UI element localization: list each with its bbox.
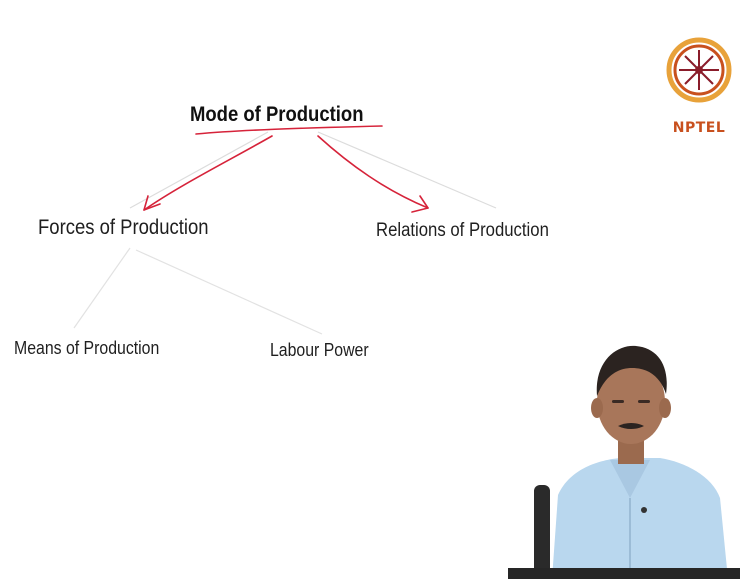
node-mode-of-production: Mode of Production	[190, 103, 364, 126]
speaker-video-inset	[534, 345, 728, 579]
node-means-of-production: Means of Production	[14, 338, 160, 358]
wheel-icon	[666, 37, 732, 103]
arrowhead-forces	[143, 195, 161, 211]
node-forces-of-production: Forces of Production	[38, 216, 209, 239]
edge-forces-to-means	[73, 247, 131, 329]
edge-root-to-forces	[129, 131, 269, 209]
arrow-to-forces	[143, 135, 273, 211]
node-labour-power: Labour Power	[270, 340, 369, 360]
desk-bar	[508, 568, 740, 579]
edge-root-to-relations	[317, 131, 497, 209]
node-relations-of-production: Relations of Production	[376, 220, 549, 241]
edge-forces-to-labour	[135, 249, 323, 335]
underline-annotation	[195, 125, 383, 135]
arrowhead-relations	[411, 195, 429, 213]
arrow-to-relations	[317, 135, 429, 209]
nptel-logo: NPTEL	[664, 22, 734, 152]
nptel-wordmark: NPTEL	[672, 120, 726, 136]
